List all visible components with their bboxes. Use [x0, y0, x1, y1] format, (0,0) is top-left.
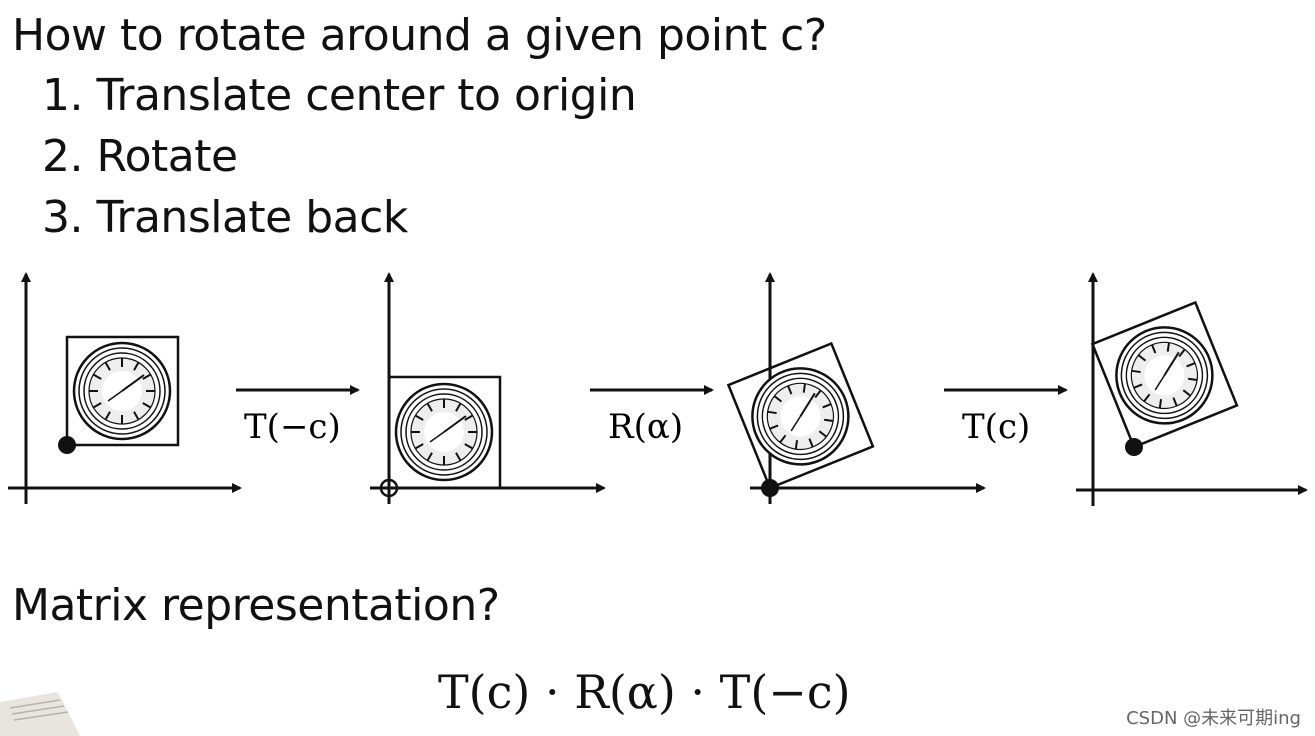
operator-rotate: R(α)	[590, 385, 714, 447]
center-point	[761, 479, 779, 497]
matrix-formula: T(c) · R(α) · T(−c)	[438, 665, 851, 719]
operator-translate-back: T(c)	[944, 385, 1068, 447]
matrix-question: Matrix representation?	[12, 580, 500, 631]
step-2: 2. Rotate	[42, 131, 238, 182]
panel-translated	[370, 272, 606, 504]
label-rotate: R(α)	[608, 407, 683, 447]
clock-icon	[72, 341, 172, 441]
label-translate-neg: T(−c)	[244, 407, 341, 447]
center-point	[58, 436, 76, 454]
watermark: CSDN @未来可期ing	[1126, 708, 1301, 729]
step-3: 3. Translate back	[42, 192, 408, 243]
panel-rotated	[726, 272, 986, 504]
clock-icon	[394, 382, 494, 482]
step-1: 1. Translate center to origin	[42, 70, 637, 121]
rotation-diagram: T(−c) R(α) T(c)	[8, 272, 1308, 506]
operator-translate-neg: T(−c)	[236, 385, 360, 447]
center-point	[379, 478, 399, 498]
center-point	[1125, 438, 1143, 456]
panel-translated-back	[1076, 272, 1308, 506]
slide-title: How to rotate around a given point c?	[12, 10, 827, 61]
presenter-device-icon	[0, 692, 80, 736]
panel-original	[8, 272, 242, 504]
label-translate-back: T(c)	[962, 407, 1030, 447]
